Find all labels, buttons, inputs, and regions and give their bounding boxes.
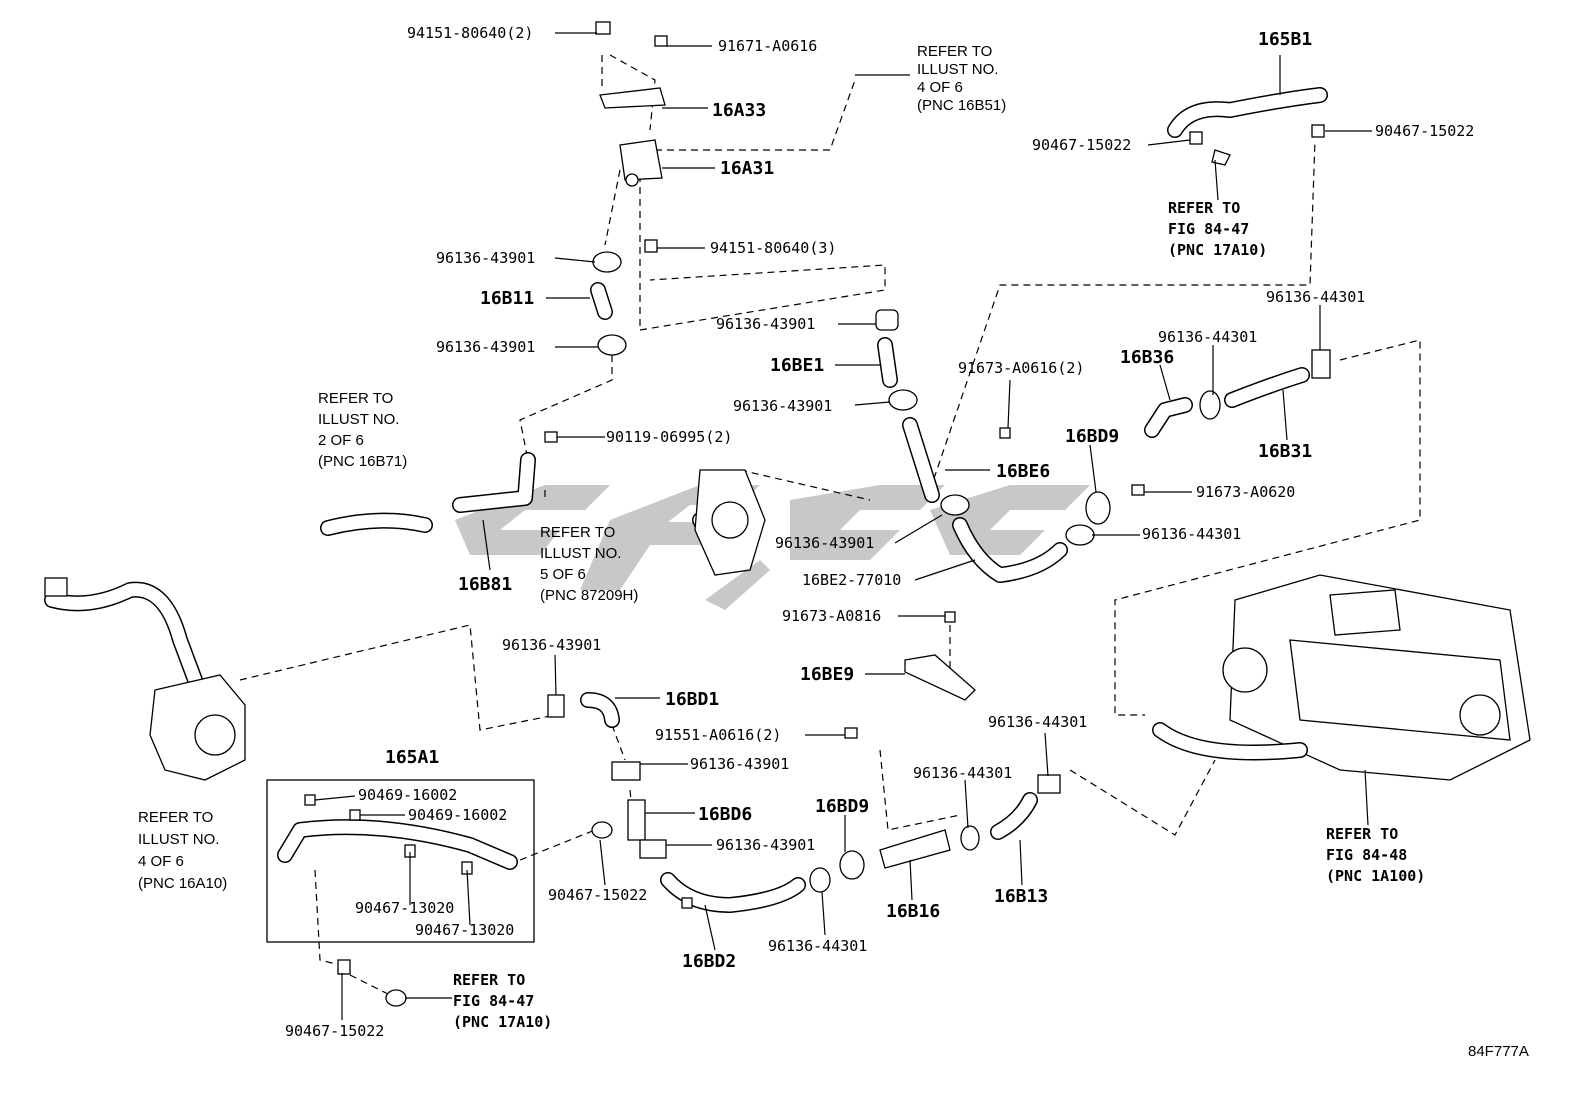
reference-note: REFER TO FIG 84-48 (PNC 1A100) bbox=[1326, 825, 1425, 885]
part-label: 90467-15022 bbox=[1032, 136, 1131, 154]
reference-line: REFER TO bbox=[318, 390, 393, 407]
reference-line: (PNC 16B51) bbox=[917, 97, 1006, 114]
part-label: 16BE1 bbox=[770, 355, 824, 376]
part-label: 16BD6 bbox=[698, 804, 752, 825]
figure-code: 84F777A bbox=[1468, 1043, 1529, 1060]
part-label: 16A31 bbox=[720, 158, 774, 179]
part-label: 96136-44301 bbox=[913, 764, 1012, 782]
part-label: 96136-43901 bbox=[733, 397, 832, 415]
part-label: 94151-80640(3) bbox=[710, 239, 836, 257]
part-label: 96136-44301 bbox=[1266, 288, 1365, 306]
part-label: 16BD9 bbox=[815, 796, 869, 817]
dashed-connections bbox=[239, 54, 1421, 996]
kit-box-165a1 bbox=[266, 779, 535, 943]
part-label: 90469-16002 bbox=[408, 806, 507, 824]
part-label: 16B31 bbox=[1258, 441, 1312, 462]
water-pump-assembly bbox=[694, 469, 766, 576]
part-label: 90467-15022 bbox=[1375, 122, 1474, 140]
part-label: 16BD2 bbox=[682, 951, 736, 972]
part-label: 16B11 bbox=[480, 288, 534, 309]
reference-line: 5 OF 6 bbox=[540, 566, 586, 583]
part-label: 91673-A0616(2) bbox=[958, 359, 1084, 377]
reference-line: ILLUST NO. bbox=[540, 545, 621, 562]
part-label: 96136-43901 bbox=[690, 755, 789, 773]
reference-line: 2 OF 6 bbox=[318, 432, 364, 449]
reference-line: (PNC 1A100) bbox=[1326, 867, 1425, 885]
part-label: 16BE6 bbox=[996, 461, 1050, 482]
part-label: 16BD9 bbox=[1065, 426, 1119, 447]
reference-line: 4 OF 6 bbox=[917, 79, 963, 96]
reference-line: (PNC 17A10) bbox=[453, 1013, 552, 1031]
reference-note: REFER TO FIG 84-47 (PNC 17A10) bbox=[1168, 199, 1267, 259]
part-label: 16B81 bbox=[458, 574, 512, 595]
reference-line: REFER TO bbox=[453, 971, 525, 989]
reference-line: REFER TO bbox=[1168, 199, 1240, 217]
part-label: 96136-44301 bbox=[1158, 328, 1257, 346]
part-label: 16BE9 bbox=[800, 664, 854, 685]
part-label: 96136-44301 bbox=[768, 937, 867, 955]
part-label: 16A33 bbox=[712, 100, 766, 121]
reference-line: ILLUST NO. bbox=[917, 61, 998, 78]
part-label: 96136-44301 bbox=[988, 713, 1087, 731]
leader-lines bbox=[314, 32, 1372, 1020]
part-label: 96136-44301 bbox=[1142, 525, 1241, 543]
part-label: 16B16 bbox=[886, 901, 940, 922]
reference-line: FIG 84-48 bbox=[1326, 846, 1407, 864]
part-label: 90467-15022 bbox=[285, 1022, 384, 1040]
reference-note: REFER TO ILLUST NO. 4 OF 6 (PNC 16A10) bbox=[138, 809, 227, 892]
part-label: 165A1 bbox=[385, 747, 439, 768]
part-label: 16B13 bbox=[994, 886, 1048, 907]
part-label: 94151-80640(2) bbox=[407, 24, 533, 42]
reference-note: REFER TO ILLUST NO. 5 OF 6 (PNC 87209H) bbox=[540, 524, 638, 604]
reference-note: REFER TO FIG 84-47 (PNC 17A10) bbox=[453, 971, 552, 1031]
part-label: 16BE2-77010 bbox=[802, 571, 901, 589]
part-label: 91671-A0616 bbox=[718, 37, 817, 55]
small-parts bbox=[304, 21, 1331, 1007]
part-label: 90467-13020 bbox=[415, 921, 514, 939]
part-label: 96136-43901 bbox=[716, 836, 815, 854]
part-label: 16BD1 bbox=[665, 689, 719, 710]
reference-line: (PNC 16B71) bbox=[318, 453, 407, 470]
part-label: 91673-A0620 bbox=[1196, 483, 1295, 501]
reference-line: ILLUST NO. bbox=[138, 831, 219, 848]
reference-line: (PNC 16A10) bbox=[138, 875, 227, 892]
reference-line: REFER TO bbox=[540, 524, 615, 541]
engine-component-left bbox=[44, 577, 246, 781]
reference-line: (PNC 17A10) bbox=[1168, 241, 1267, 259]
inverter-assembly bbox=[1152, 574, 1531, 781]
reference-line: 4 OF 6 bbox=[138, 853, 184, 870]
part-label: 96136-43901 bbox=[502, 636, 601, 654]
part-label: 96136-43901 bbox=[716, 315, 815, 333]
reference-line: FIG 84-47 bbox=[453, 992, 534, 1010]
part-label: 90119-06995(2) bbox=[606, 428, 732, 446]
reference-line: REFER TO bbox=[917, 43, 992, 60]
part-labels: 94151-80640(2) 91671-A0616 16A33 16A31 9… bbox=[285, 24, 1529, 1060]
part-label: 90467-13020 bbox=[355, 899, 454, 917]
reference-line: REFER TO bbox=[138, 809, 213, 826]
reference-line: (PNC 87209H) bbox=[540, 587, 638, 604]
part-label: 16B36 bbox=[1120, 347, 1174, 368]
reference-note: REFER TO ILLUST NO. 2 OF 6 (PNC 16B71) bbox=[318, 390, 407, 470]
part-label: 96136-43901 bbox=[775, 534, 874, 552]
part-label: 90467-15022 bbox=[548, 886, 647, 904]
reference-line: REFER TO bbox=[1326, 825, 1398, 843]
reference-line: FIG 84-47 bbox=[1168, 220, 1249, 238]
part-label: 91551-A0616(2) bbox=[655, 726, 781, 744]
part-label: 91673-A0816 bbox=[782, 607, 881, 625]
part-label: 165B1 bbox=[1258, 29, 1312, 50]
reference-line: ILLUST NO. bbox=[318, 411, 399, 428]
part-label: 96136-43901 bbox=[436, 249, 535, 267]
part-label: 90469-16002 bbox=[358, 786, 457, 804]
part-label: 96136-43901 bbox=[436, 338, 535, 356]
